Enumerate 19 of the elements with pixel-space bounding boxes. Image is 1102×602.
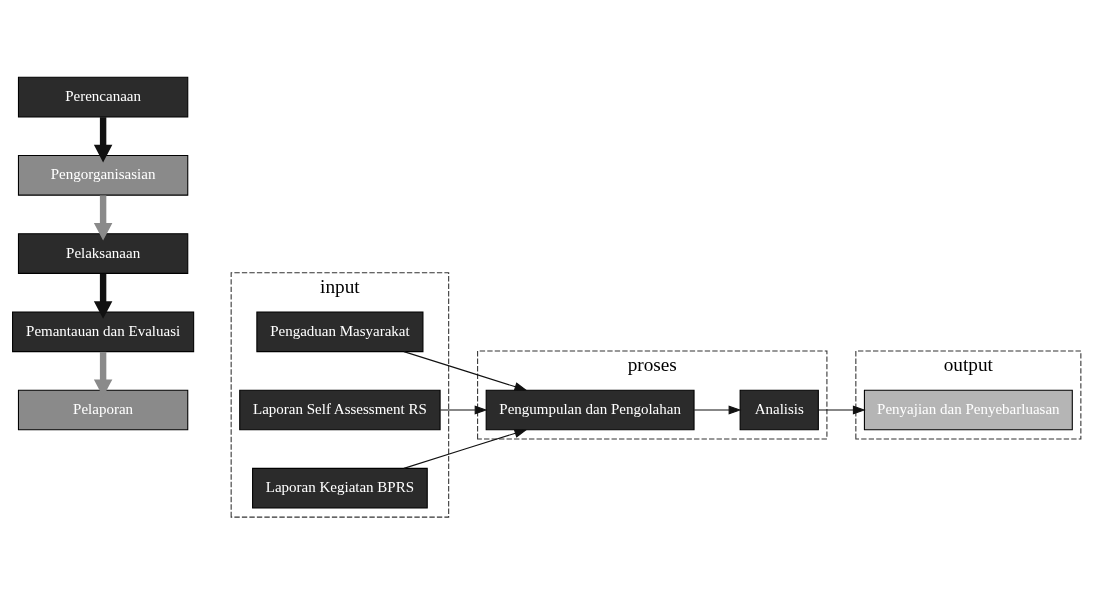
node-box: Penyajian dan Penyebarluasan	[863, 389, 1073, 430]
node-box: Pelaksanaan	[17, 232, 189, 274]
arrow	[93, 273, 113, 319]
arrow	[439, 405, 488, 414]
node-box: Pengaduan Masyarakat	[256, 310, 424, 352]
arrow	[403, 350, 528, 391]
node-box: Laporan Kegiatan BPRS	[252, 467, 428, 509]
node-box: Pengumpulan dan Pengolahan	[485, 389, 695, 430]
arrow	[818, 405, 866, 414]
arrow	[93, 194, 113, 241]
arrow	[693, 405, 742, 414]
node-box: Pengorganisasian	[17, 154, 189, 196]
node-box: Analisis	[739, 389, 819, 430]
node-box: Laporan Self Assessment RS	[239, 389, 441, 430]
node-box: Pelaporan	[17, 389, 189, 430]
node-box: Perencanaan	[17, 76, 189, 117]
arrow	[93, 116, 113, 162]
node-box: Pemantauan dan Evaluasi	[12, 310, 195, 352]
arrow	[403, 428, 528, 469]
